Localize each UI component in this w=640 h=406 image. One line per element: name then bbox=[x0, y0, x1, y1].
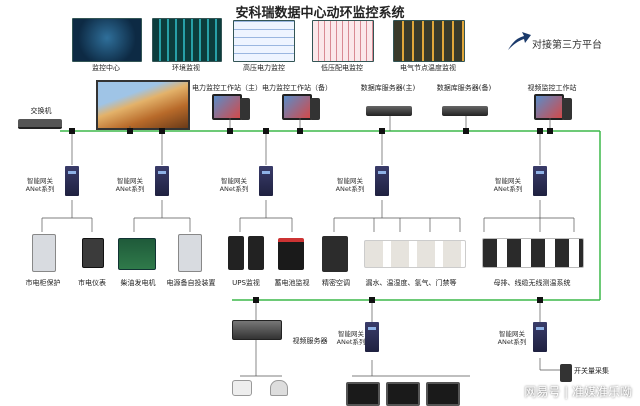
smart-gateway bbox=[533, 322, 547, 352]
screen-monitor-center bbox=[72, 18, 142, 62]
hmi-panel bbox=[426, 382, 460, 406]
device-label: UPS监视 bbox=[232, 279, 260, 287]
gateway-label-line: 智能网关 bbox=[499, 330, 525, 338]
dome-camera-icon bbox=[270, 380, 288, 396]
page-title: 安科瑞数据中心动环监控系统 bbox=[235, 6, 405, 21]
gateway-label-line: 智能网关 bbox=[337, 177, 363, 185]
screen-label: 环境监视 bbox=[172, 64, 200, 72]
device-mains-protection bbox=[32, 234, 56, 272]
workstation-monitor bbox=[212, 94, 242, 120]
workstation-monitor bbox=[534, 94, 564, 120]
switch-collect-label: 开关量采集 bbox=[574, 367, 609, 375]
screen-label: 高压电力监控 bbox=[243, 64, 285, 72]
screen-environment bbox=[152, 18, 222, 62]
gateway-label-line: ANet系列 bbox=[115, 185, 145, 193]
device-label: 母排、线缆无线测温系统 bbox=[493, 279, 571, 287]
workstation-label: 电力监控工作站（主） bbox=[192, 84, 262, 92]
third-party-label: 对接第三方平台 bbox=[532, 40, 602, 51]
camera-icon bbox=[232, 380, 252, 396]
gateway-label-line: ANet系列 bbox=[25, 185, 55, 193]
device-ups bbox=[228, 236, 244, 270]
screen-temperature bbox=[393, 20, 465, 62]
device-mains-meter bbox=[82, 238, 104, 268]
gateway-label-line: 智能网关 bbox=[117, 177, 143, 185]
device-sensors bbox=[364, 240, 466, 268]
arrow-icon bbox=[508, 32, 531, 50]
device-label: 柴油发电机 bbox=[120, 279, 156, 287]
workstation-tower bbox=[562, 98, 572, 120]
db-server bbox=[442, 106, 488, 116]
video-wall bbox=[96, 80, 190, 130]
smart-gateway bbox=[65, 166, 79, 196]
device-ups bbox=[248, 236, 264, 270]
video-server-label: 视频服务器 bbox=[292, 337, 328, 345]
gateway-label-line: 智能网关 bbox=[338, 330, 364, 338]
device-label: 市电柜保护 bbox=[25, 279, 61, 287]
db-server bbox=[366, 106, 412, 116]
hmi-panel bbox=[346, 382, 380, 406]
smart-gateway bbox=[365, 322, 379, 352]
smart-gateway bbox=[259, 166, 273, 196]
smart-gateway bbox=[533, 166, 547, 196]
device-diesel-generator bbox=[118, 238, 156, 270]
gateway-label-line: ANet系列 bbox=[219, 185, 249, 193]
smart-gateway bbox=[375, 166, 389, 196]
switch-label: 交换机 bbox=[30, 107, 52, 115]
network-switch bbox=[18, 119, 62, 129]
workstation-tower bbox=[240, 98, 250, 120]
device-label: 电源备自投装置 bbox=[166, 279, 216, 287]
workstation-tower bbox=[310, 98, 320, 120]
gateway-label-line: 智能网关 bbox=[221, 177, 247, 185]
gateway-label-line: ANet系列 bbox=[336, 338, 366, 346]
screen-label: 监控中心 bbox=[92, 64, 120, 72]
screen-label: 低压配电监控 bbox=[321, 64, 363, 72]
gateway-label-line: ANet系列 bbox=[493, 185, 523, 193]
workstation-label: 视频监控工作站 bbox=[527, 84, 577, 92]
watermark: 网易号 | 准媒准乐呦 bbox=[524, 385, 632, 399]
workstation-label: 数据库服务器(主) bbox=[360, 84, 416, 92]
device-label: 精密空调 bbox=[322, 279, 350, 287]
gateway-label-line: ANet系列 bbox=[335, 185, 365, 193]
gateway-label-line: 智能网关 bbox=[495, 177, 521, 185]
device-precision-ac bbox=[322, 236, 348, 272]
device-label: 市电仪表 bbox=[78, 279, 106, 287]
workstation-label: 数据库服务器(备) bbox=[436, 84, 492, 92]
device-temp-system bbox=[482, 238, 584, 268]
screen-lv-power bbox=[312, 20, 374, 62]
gateway-label-line: ANet系列 bbox=[497, 338, 527, 346]
video-server bbox=[232, 320, 282, 340]
screen-hv-power bbox=[233, 20, 295, 62]
workstation-label: 电力监控工作站（备） bbox=[262, 84, 332, 92]
device-label: 蓄电池监视 bbox=[274, 279, 310, 287]
smart-gateway bbox=[155, 166, 169, 196]
device-battery bbox=[278, 238, 304, 270]
switch-collect-device bbox=[560, 364, 572, 382]
screen-label: 电气节点温度监视 bbox=[400, 64, 456, 72]
device-ats bbox=[178, 234, 202, 272]
device-label: 漏水、温湿度、氢气、门禁等 bbox=[365, 279, 457, 287]
hmi-panel bbox=[386, 382, 420, 406]
gateway-label-line: 智能网关 bbox=[27, 177, 53, 185]
